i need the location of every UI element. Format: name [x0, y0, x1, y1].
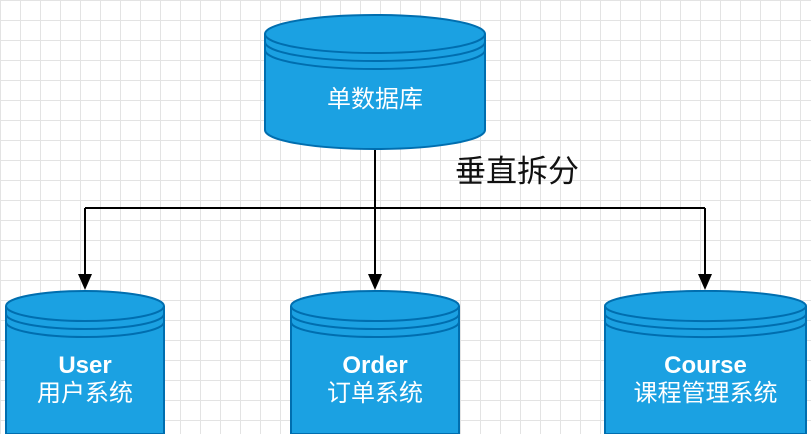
arrowhead-course — [698, 274, 712, 290]
database-user[interactable]: User 用户系统 — [5, 290, 165, 434]
database-course-label: 课程管理系统 — [633, 378, 778, 407]
database-course-name: Course — [664, 352, 747, 379]
cylinder-icon — [5, 290, 165, 434]
database-user-label: 用户系统 — [37, 378, 133, 407]
database-course[interactable]: Course 课程管理系统 — [604, 290, 807, 434]
database-root-label: 单数据库 — [327, 85, 423, 113]
arrowhead-user — [78, 274, 92, 290]
cylinder-icon — [264, 14, 486, 150]
database-order[interactable]: Order 订单系统 — [290, 290, 460, 434]
database-user-label-wrap: User 用户系统 — [5, 352, 165, 407]
cylinder-icon — [290, 290, 460, 434]
cylinder-icon — [604, 290, 807, 434]
database-user-name: User — [58, 352, 112, 379]
edge-label: 垂直拆分 — [455, 154, 579, 190]
database-root-label-wrap: 单数据库 — [264, 85, 486, 114]
database-order-label-wrap: Order 订单系统 — [290, 352, 460, 407]
database-order-label: 订单系统 — [327, 378, 423, 407]
database-root[interactable]: 单数据库 — [264, 14, 486, 150]
arrowhead-order — [368, 274, 382, 290]
database-order-name: Order — [342, 352, 408, 379]
database-course-label-wrap: Course 课程管理系统 — [604, 352, 807, 407]
